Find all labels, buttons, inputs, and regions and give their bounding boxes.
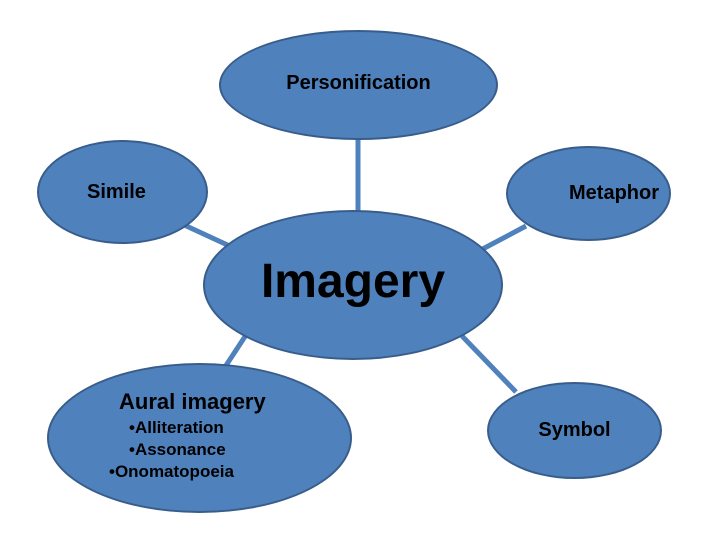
connector-aural-imagery (222, 330, 251, 369)
aural-item-alliteration: •Alliteration (129, 417, 224, 437)
node-symbol: Symbol (487, 382, 662, 479)
node-personification: Personification (219, 30, 498, 140)
node-label-symbol: Symbol (538, 419, 611, 441)
node-aural-imagery: Aural imagery •Alliteration •Assonance •… (47, 363, 352, 513)
aural-item-onomatopoeia: •Onomatopoeia (109, 461, 234, 481)
node-label-imagery: Imagery (260, 255, 446, 309)
node-simile: Simile (37, 140, 208, 244)
aural-item-assonance: •Assonance (129, 439, 226, 459)
node-label-aural-imagery: Aural imagery (119, 389, 266, 415)
node-label-personification: Personification (286, 72, 431, 94)
node-label-metaphor: Metaphor (569, 182, 659, 204)
node-label-simile: Simile (87, 180, 146, 203)
connector-symbol (460, 334, 518, 394)
node-metaphor: Metaphor (506, 146, 671, 241)
connector-metaphor (475, 223, 528, 255)
node-imagery: Imagery (203, 210, 503, 360)
